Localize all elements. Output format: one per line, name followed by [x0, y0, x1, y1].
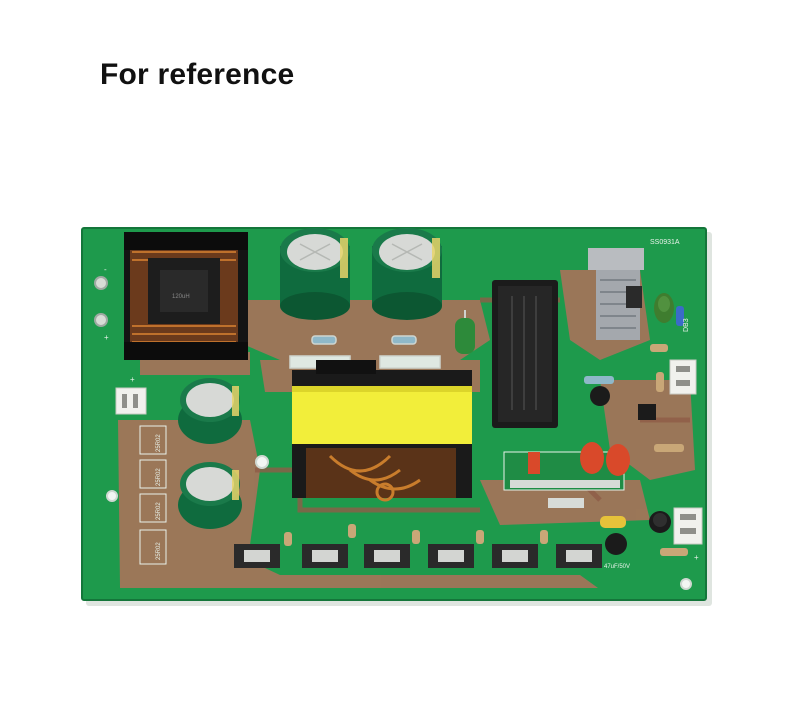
svg-text:-: - — [104, 265, 107, 274]
svg-text:25R02: 25R02 — [156, 502, 162, 520]
transformer — [292, 360, 472, 502]
svg-text:SS0931A: SS0931A — [650, 239, 680, 246]
small-green-capacitor — [455, 310, 475, 354]
electrolytic-capacitor-top-left — [280, 228, 350, 320]
electrolytic-capacitor-top-right — [372, 228, 442, 320]
power-transistor-row — [234, 544, 602, 568]
black-film-capacitor — [492, 280, 558, 428]
svg-text:47uF/50V: 47uF/50V — [604, 564, 630, 570]
svg-text:+: + — [104, 333, 109, 342]
svg-text:+: + — [130, 375, 135, 384]
control-circuit — [503, 442, 630, 508]
inductor-coil: 120uH — [124, 232, 248, 360]
svg-text:120uH: 120uH — [172, 294, 190, 300]
heatsink — [588, 248, 644, 340]
mounting-holes — [106, 455, 692, 590]
svg-text:25R02: 25R02 — [156, 468, 162, 486]
electrolytic-capacitor-left-1 — [178, 378, 242, 444]
disc-capacitor — [654, 293, 674, 323]
connector-left — [115, 387, 147, 415]
small-components-right — [584, 344, 688, 556]
svg-text:25R02: 25R02 — [156, 542, 162, 560]
svg-text:25R02: 25R02 — [156, 434, 162, 452]
electrolytic-capacitor-left-2 — [178, 462, 242, 529]
svg-text:+: + — [694, 553, 699, 562]
svg-text:DB3: DB3 — [683, 318, 690, 332]
silkscreen-resistors — [139, 425, 167, 565]
connector-right-bottom — [673, 507, 703, 545]
connector-right-top — [669, 359, 697, 395]
small-resistors — [284, 524, 548, 546]
blue-diode — [676, 306, 684, 326]
caption-text: For reference — [100, 58, 295, 91]
